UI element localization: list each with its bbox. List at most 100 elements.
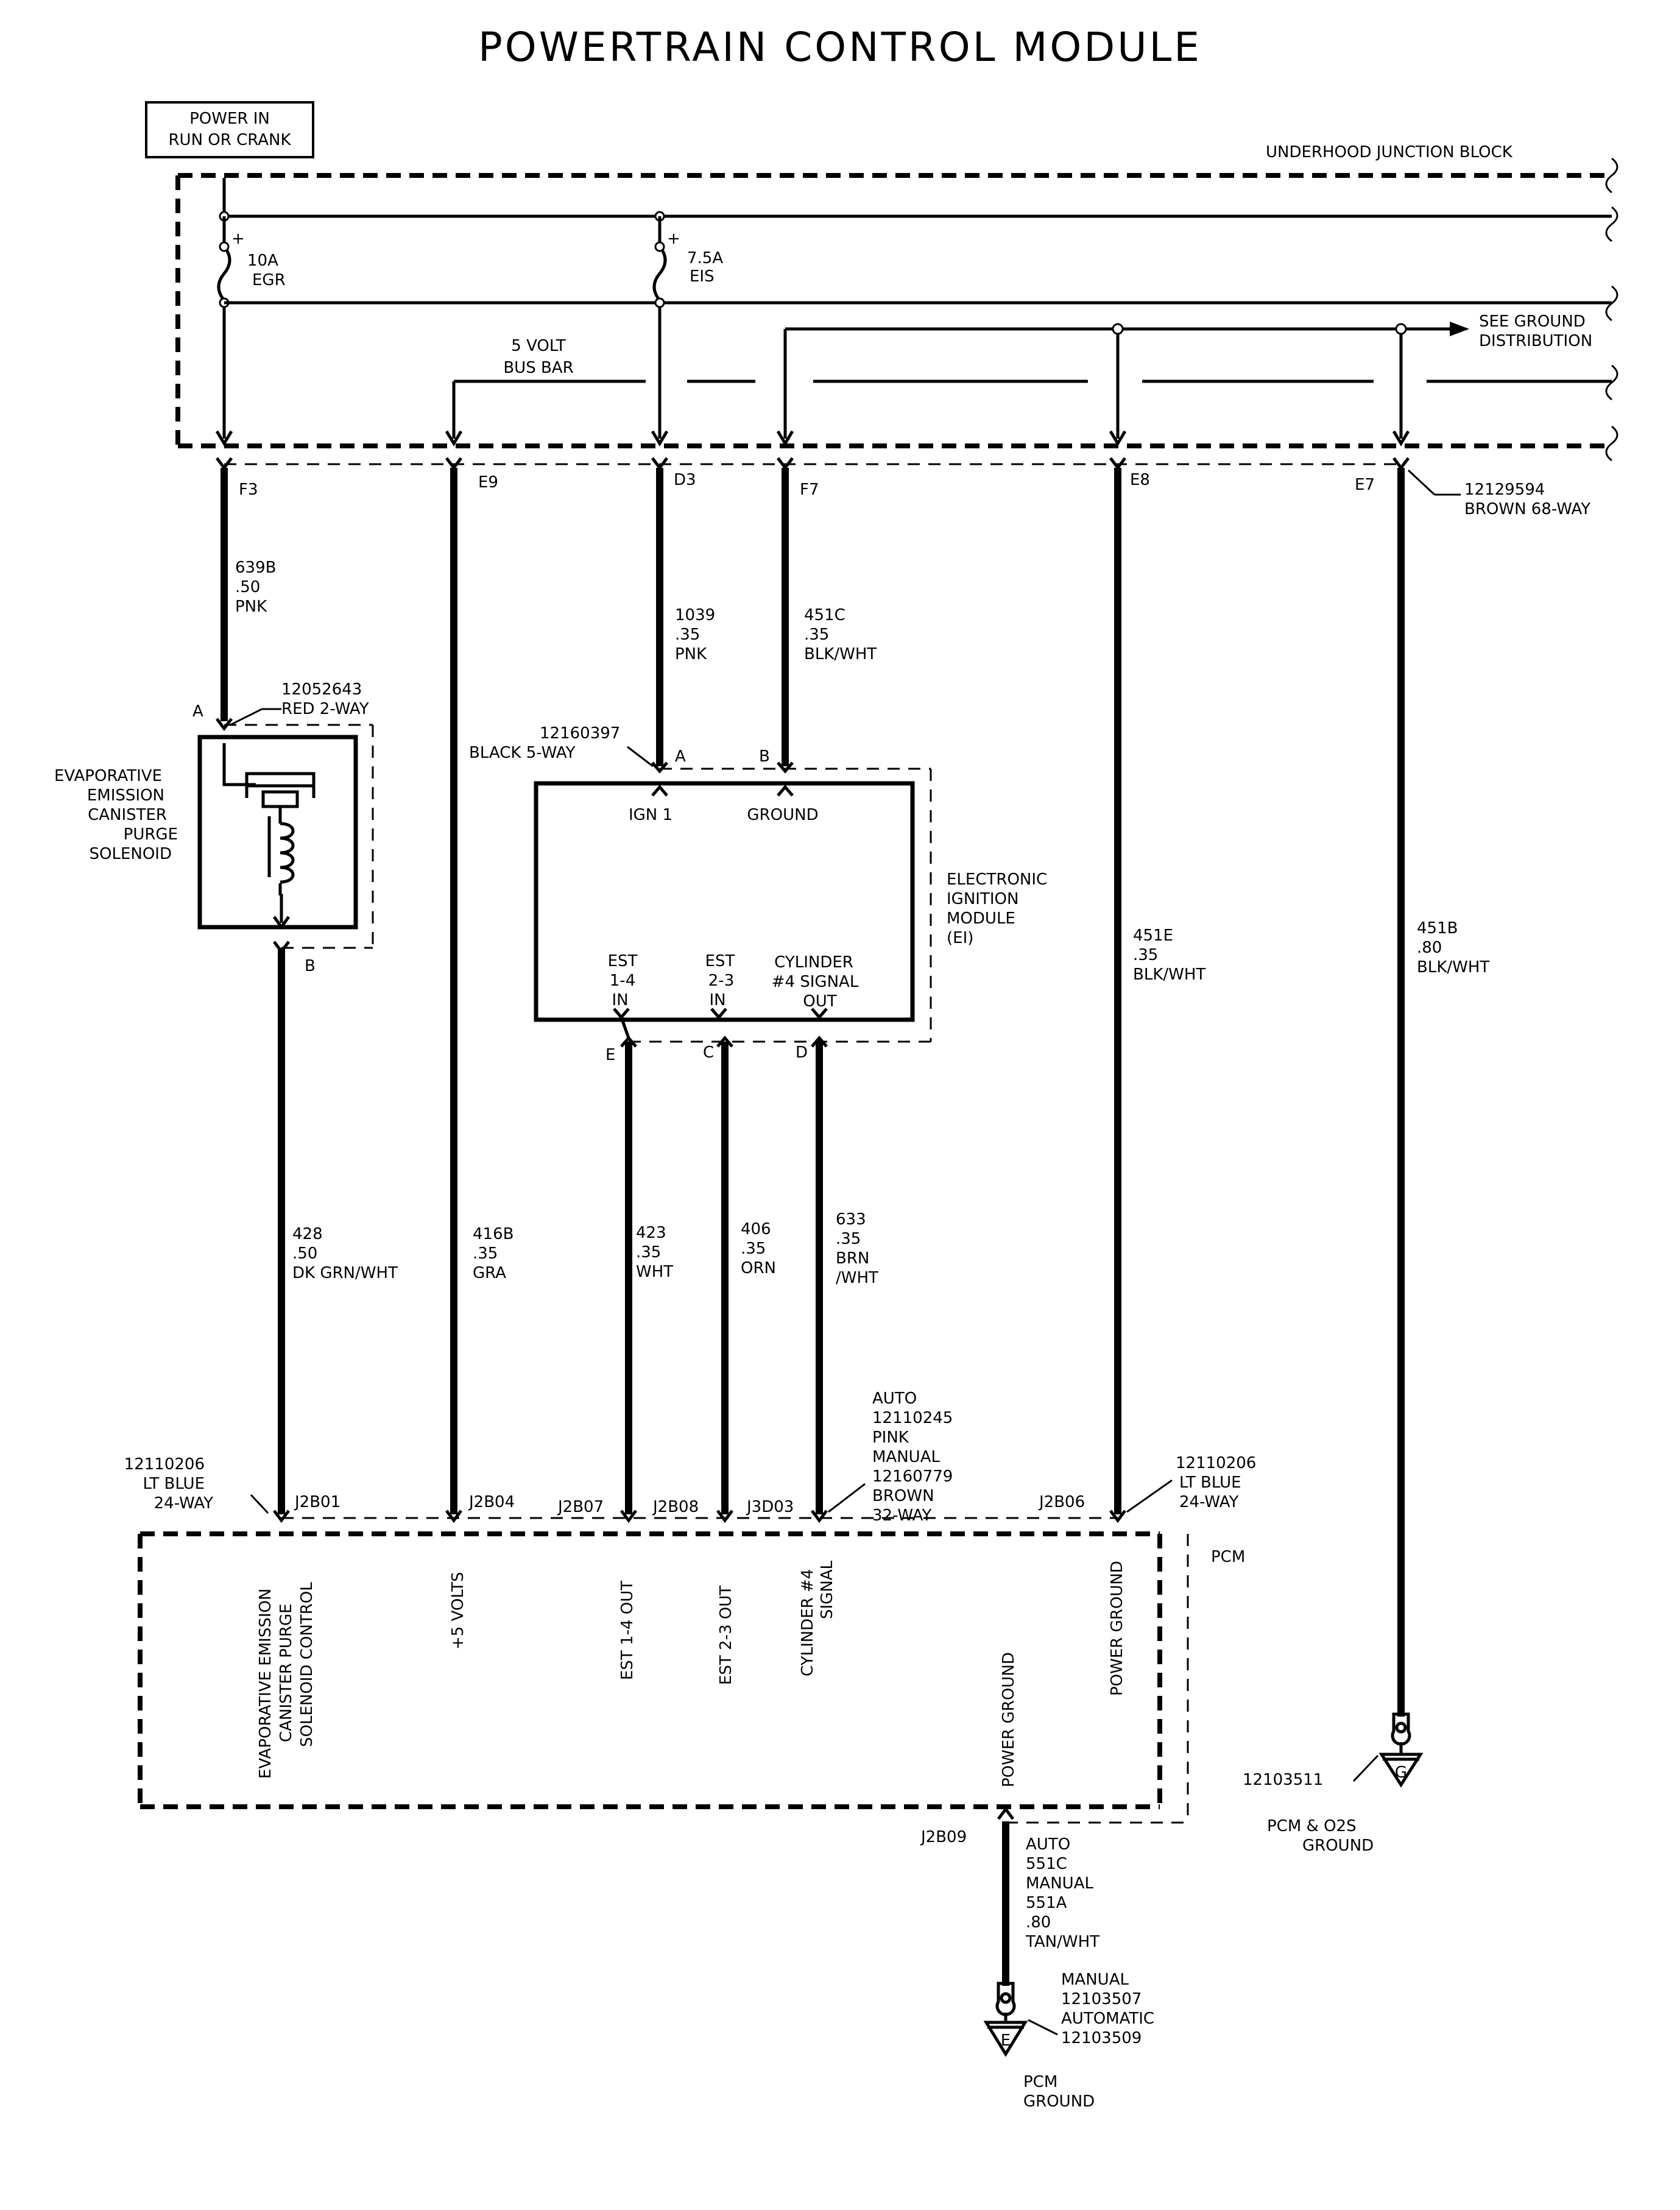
pcm-label-evap-3: SOLENOID CONTROL (298, 1582, 316, 1747)
pcm-label-cyl4-1: CYLINDER #4 (799, 1569, 817, 1676)
ring-terminal-icon (1391, 1712, 1411, 1754)
junction-block-label: UNDERHOOD JUNCTION BLOCK (1266, 143, 1513, 161)
ground-e: E MANUAL 12103507 AUTOMATIC 12103509 PCM… (983, 1971, 1154, 2111)
wire-639b-circuit: 639B (235, 559, 276, 577)
wire-428-gauge: .50 (292, 1244, 317, 1263)
wire-451b-circuit: 451B (1417, 919, 1458, 937)
solenoid-name-2: EMISSION (87, 786, 164, 805)
wire-639b-color: PNK (235, 598, 267, 616)
pin-e9: E9 (478, 473, 498, 492)
ei-conn-desc: BLACK 5-WAY (469, 744, 576, 762)
wire-423-color: WHT (636, 1263, 673, 1281)
pcm-left-ways: 24-WAY (154, 1494, 213, 1513)
ei-pin-a: A (675, 747, 686, 766)
wire-451c-color: BLK/WHT (804, 645, 877, 663)
wire-451e-color: BLK/WHT (1133, 966, 1205, 984)
five-volt-bus-bar: 5 VOLT BUS BAR (452, 337, 646, 439)
bus-bar-line2: BUS BAR (503, 359, 573, 377)
ground-e-manual: MANUAL (1061, 1971, 1129, 1989)
ground-distribution-line: SEE GROUND DISTRIBUTION (783, 312, 1592, 439)
ei-pin-d: D (796, 1043, 808, 1062)
power-in-line2: RUN OR CRANK (168, 131, 291, 149)
pcm-label-est23: EST 2-3 OUT (717, 1586, 735, 1685)
fuse-egr-name: EGR (252, 271, 286, 289)
pcm-label-evap-1: EVAPORATIVE EMISSION (256, 1589, 275, 1779)
ei-est14-2: 1-4 (610, 972, 635, 990)
diagram-title: POWERTRAIN CONTROL MODULE (478, 24, 1202, 71)
wire-633-gauge: .35 (836, 1230, 861, 1248)
pcm-left-color: LT BLUE (143, 1475, 205, 1493)
pcm-mid-manual-part: 12160779 (872, 1467, 953, 1486)
ei-pin-e: E (605, 1046, 615, 1064)
pcm-mid-auto-part: 12110245 (872, 1409, 953, 1427)
pcm-left-part: 12110206 (124, 1455, 205, 1474)
wire-551-color: TAN/WHT (1025, 1933, 1099, 1951)
wire-451b-gauge: .80 (1417, 939, 1442, 957)
wire-406-color: ORN (741, 1259, 776, 1277)
wire-1039-color: PNK (675, 645, 707, 663)
pcm-connectors: 12110206 LT BLUE 24-WAY AUTO 12110245 PI… (124, 1389, 1257, 1525)
pcm-mid-manual: MANUAL (872, 1448, 940, 1466)
ground-g-name2: GROUND (1302, 1837, 1374, 1855)
wire-406-circuit: 406 (741, 1220, 771, 1238)
wire-451c-circuit: 451C (804, 606, 845, 624)
svg-text:+: + (667, 230, 680, 248)
wires (221, 468, 1405, 1986)
power-in-line1: POWER IN (189, 110, 270, 128)
wire-1039-gauge: .35 (675, 626, 700, 644)
pcm-right-color: LT BLUE (1179, 1474, 1241, 1492)
pin-j2b01: J2B01 (294, 1493, 341, 1511)
wire-416b-gauge: .35 (473, 1244, 498, 1263)
pin-j2b04: J2B04 (468, 1493, 515, 1511)
arrow-icon (1450, 322, 1469, 336)
ground-e-auto: AUTOMATIC (1061, 2010, 1154, 2028)
ei-cyl4-1: CYLINDER (774, 953, 853, 972)
ground-symbol-icon: G (1378, 1753, 1424, 1788)
break-marks (1605, 157, 1618, 462)
ei-conn-part: 12160397 (540, 724, 620, 743)
pin-e8: E8 (1130, 471, 1150, 489)
wire-428-color: DK GRN/WHT (292, 1264, 398, 1282)
pcm-right-ways: 24-WAY (1179, 1493, 1238, 1511)
pcm-label-cyl4-2: SIGNAL (818, 1560, 836, 1619)
wire-423-gauge: .35 (636, 1243, 661, 1262)
pin-j2b08: J2B08 (652, 1498, 699, 1516)
ei-module: 12160397 BLACK 5-WAY A B IGN 1 GROUND ES… (469, 724, 1047, 1064)
pin-d3: D3 (674, 471, 696, 489)
pcm-label-evap-2: CANISTER PURGE (277, 1603, 295, 1742)
ground-g: G 12103511 PCM & O2S GROUND (1243, 1712, 1424, 1855)
ei-est23-2: 2-3 (708, 972, 734, 990)
solenoid-coil-icon (222, 743, 316, 930)
pin-j2b09: J2B09 (920, 1828, 967, 1846)
power-in-label: POWER IN RUN OR CRANK (145, 101, 314, 158)
solenoid-pin-b: B (305, 957, 316, 975)
wire-633-color1: BRN (836, 1249, 869, 1268)
pcm-right-part: 12110206 (1176, 1454, 1256, 1472)
wire-551-gauge: .80 (1026, 1913, 1051, 1932)
ei-est23-3: IN (709, 991, 725, 1009)
wire-451b-color: BLK/WHT (1417, 958, 1489, 976)
solenoid-name-1: EVAPORATIVE (54, 767, 162, 785)
pcm-mid-manual-color: BROWN (872, 1487, 934, 1505)
svg-text:+: + (231, 230, 245, 248)
wire-639b-gauge: .50 (235, 578, 260, 596)
wire-551-line4: 551A (1026, 1894, 1067, 1912)
pcm-label-power-ground-inner: POWER GROUND (1000, 1652, 1018, 1787)
ei-pin-c: C (703, 1043, 714, 1062)
pcm-mid-auto: AUTO (872, 1389, 917, 1408)
pcm-label-5v: +5 VOLTS (449, 1572, 467, 1650)
ei-ign1: IGN 1 (629, 806, 672, 824)
ground-e-name2: GROUND (1023, 2092, 1095, 2111)
ei-cyl4-3: OUT (803, 992, 836, 1011)
fuse-eis-name: EIS (690, 267, 715, 286)
ei-pin-b: B (759, 747, 770, 766)
wire-451e-circuit: 451E (1133, 927, 1173, 945)
wire-1039-circuit: 1039 (675, 606, 715, 624)
solenoid-name-5: SOLENOID (90, 845, 172, 863)
pcm-mid-ways: 32-WAY (872, 1506, 931, 1525)
fuse-eis-rating: 7.5A (687, 249, 723, 267)
pcm-mid-auto-color: PINK (872, 1428, 909, 1447)
solenoid-name-4: PURGE (124, 825, 178, 844)
fuse-egr-rating: 10A (247, 252, 278, 270)
